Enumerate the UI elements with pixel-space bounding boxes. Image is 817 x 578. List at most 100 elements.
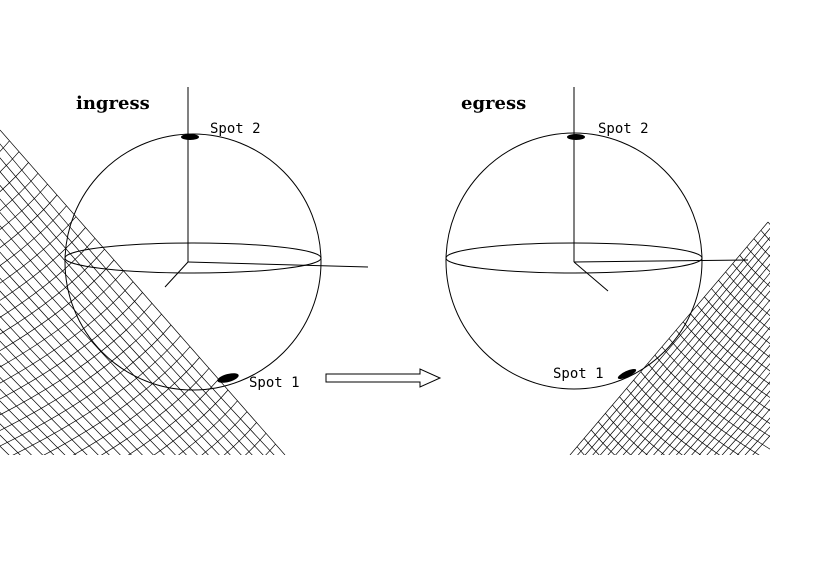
egress-mesh-line: [718, 280, 770, 331]
egress-mesh-line: [725, 271, 770, 317]
ingress-mesh-line: [0, 340, 110, 455]
egress-mesh-line: [732, 263, 770, 302]
ingress-mesh-line: [0, 248, 105, 335]
egress-mesh-line: [767, 221, 770, 225]
ingress-mesh-line: [153, 389, 229, 455]
ingress-mesh-line: [0, 157, 264, 455]
ingress-mesh-line: [0, 290, 154, 455]
egress-occulter-mesh: [569, 221, 770, 455]
ingress-mesh-line: [177, 400, 238, 455]
ingress-mesh-line: [0, 303, 153, 416]
ingress-mesh-line: [244, 433, 267, 455]
ingress-mesh-line: [223, 422, 257, 455]
egress-mesh-line: [752, 435, 770, 455]
ingress-mesh-line: [0, 205, 67, 267]
egress-mesh-line: [706, 381, 770, 455]
egress-mesh-line: [630, 290, 770, 455]
ingress-spot-1: [217, 373, 239, 383]
egress-mesh-line: [682, 321, 770, 398]
egress-mesh-line: [675, 344, 770, 455]
egress-mesh-line: [697, 304, 770, 372]
ingress-mesh-line: [0, 184, 242, 455]
egress-mesh-line: [739, 255, 770, 288]
egress-mesh-line: [698, 372, 770, 455]
ingress-mesh-line: [0, 376, 77, 455]
egress-mesh-line: [689, 313, 770, 385]
ingress-mesh-line: [0, 140, 10, 152]
ingress-mesh-line: [0, 328, 121, 455]
egress-star: [445, 87, 749, 390]
ingress-mesh-line: [0, 270, 124, 368]
ingress-title: ingress: [76, 93, 150, 114]
ingress-mesh-line: [0, 211, 220, 455]
ingress-mesh-line: [0, 238, 96, 318]
ingress-mesh-line: [0, 151, 20, 173]
ingress-mesh-line: [0, 162, 29, 193]
ingress-mesh-line: [0, 251, 187, 455]
ingress-x-axis: [187, 261, 369, 268]
ingress-mesh-line: [284, 454, 285, 455]
ingress-panel: ingress Spot 2 Spot 1: [0, 87, 369, 455]
egress-spot-2-label: Spot 2: [598, 121, 649, 137]
egress-title: egress: [461, 93, 526, 114]
ingress-mesh-line: [0, 225, 209, 455]
ingress-mesh-line: [201, 411, 248, 455]
egress-mesh-line: [577, 227, 770, 455]
egress-mesh-line: [645, 308, 770, 455]
egress-mesh-line: [714, 390, 770, 455]
egress-mesh-line: [675, 329, 770, 411]
egress-mesh-line: [637, 299, 770, 455]
ingress-mesh-line: [0, 313, 162, 431]
egress-mesh-line: [605, 413, 648, 455]
egress-mesh-line: [640, 371, 740, 455]
egress-spot-1-label: Spot 1: [553, 366, 604, 382]
ingress-mesh-line: [72, 357, 200, 455]
egress-mesh-line: [744, 426, 770, 455]
egress-mesh-line: [760, 230, 770, 242]
ingress-mesh-line: [0, 227, 86, 301]
egress-mesh-line: [654, 354, 770, 450]
ingress-mesh-line: [0, 412, 44, 455]
ingress-spot-2-label: Spot 2: [210, 121, 261, 137]
egress-mesh-line: [668, 338, 770, 424]
egress-mesh-line: [711, 288, 770, 345]
ingress-mesh-line: [12, 335, 181, 455]
ingress-y-axis: [164, 261, 189, 288]
egress-mesh-line: [661, 346, 770, 437]
ingress-mesh-line: [0, 198, 231, 455]
ingress-mesh-line: [265, 443, 276, 455]
ingress-mesh-line: [0, 303, 143, 455]
ingress-mesh-line: [0, 277, 165, 455]
ingress-mesh-line: [0, 194, 58, 249]
ingress-star-limb: [64, 133, 322, 391]
egress-mesh-line: [753, 238, 770, 257]
egress-mesh-line: [598, 421, 632, 455]
ingress-mesh-line: [0, 216, 77, 284]
egress-mesh-line: [622, 281, 770, 455]
ingress-spot-1-label: Spot 1: [249, 375, 300, 391]
ingress-star-equator: [64, 242, 322, 274]
egress-mesh-line: [647, 363, 760, 455]
egress-mesh-line: [599, 254, 770, 455]
egress-panel: egress Spot 2 Spot 1: [445, 87, 770, 455]
ingress-mesh-line: [100, 368, 210, 455]
ingress-mesh-line: [0, 281, 134, 384]
ingress-occulter-mesh: [0, 129, 286, 455]
egress-mesh-line: [729, 408, 770, 455]
ingress-mesh-line: [0, 264, 176, 455]
egress-mesh-line: [633, 379, 721, 455]
ingress-mesh-line: [0, 364, 88, 455]
ingress-spot-2: [181, 134, 199, 140]
egress-spot-2: [567, 134, 585, 140]
egress-mesh-line: [592, 245, 770, 455]
egress-mesh-line: [583, 438, 600, 455]
ingress-mesh-line: [127, 378, 219, 455]
egress-y-axis: [573, 261, 609, 292]
egress-x-axis: [573, 259, 749, 263]
egress-mesh-line: [721, 399, 770, 455]
egress-mesh-line: [660, 326, 770, 455]
egress-mesh-line: [584, 236, 770, 455]
ingress-mesh-line: [0, 173, 39, 212]
